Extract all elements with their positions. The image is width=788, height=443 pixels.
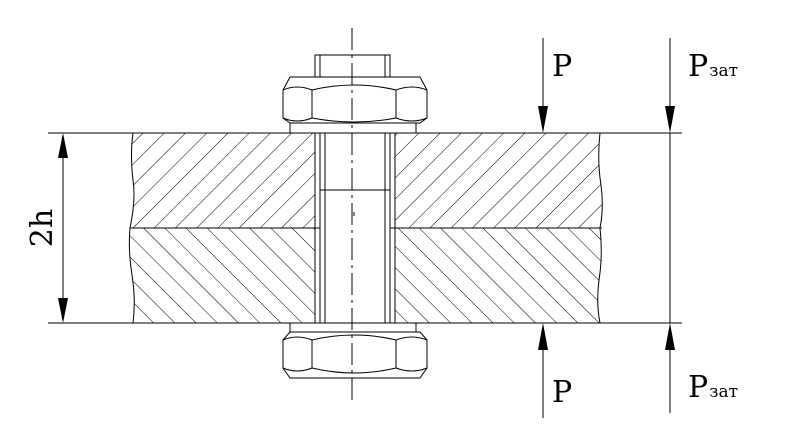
top-plate [130,133,603,228]
bolt-shank [319,132,391,324]
preload-bottom-label: Pзат [688,370,738,405]
force-p-top-arrow: P [538,38,572,133]
preload-bottom-main: P [688,370,708,405]
preload-top-label: Pзат [688,49,738,84]
force-p-top-label: P [552,49,572,84]
force-p-bottom-label: P [552,375,572,410]
preload-top-main: P [688,49,708,84]
bottom-bolt-head [282,322,428,379]
dimension-2h: 2h [25,133,68,323]
top-nut [282,54,428,134]
preload-bottom-sub: зат [709,382,738,402]
preload-bottom-arrow: Pзат [665,323,738,413]
plate-outlines [48,132,682,324]
preload-top-arrow: Pзат [665,38,738,133]
bottom-plate [129,228,602,323]
force-p-bottom-arrow: P [538,323,572,418]
dimension-label: 2h [25,209,60,247]
preload-top-sub: зат [709,61,738,81]
